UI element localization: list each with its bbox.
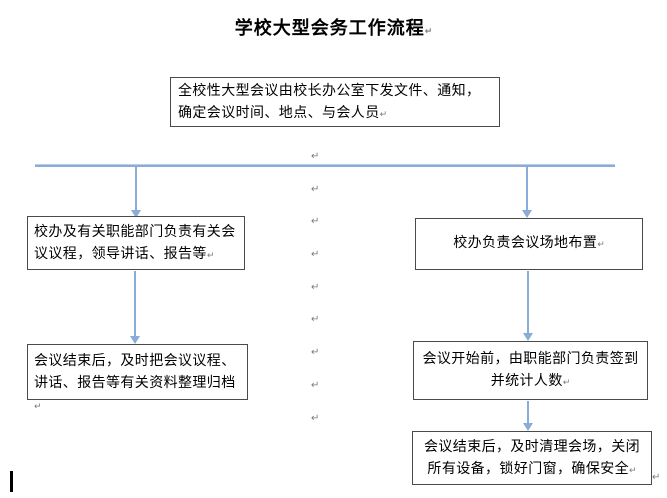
paragraph-mark: ↵ [379,110,388,120]
page-title-text: 学校大型会务工作流程 [234,18,425,39]
flow-arrow-down[interactable] [523,401,533,431]
flow-box-text: 会议结束后，及时清理会场，关闭所有设备，锁好门窗，确保安全 [424,439,640,477]
paragraph-mark: ↵ [562,378,571,388]
paragraph-mark: ↵ [311,281,320,293]
flow-arrow-down[interactable] [130,271,140,344]
flow-arrow-down[interactable] [131,166,141,218]
paragraph-mark: ↵ [34,402,42,412]
paragraph-mark: ↵ [311,347,320,359]
flow-box-cleanup[interactable]: 会议结束后，及时清理会场，关闭所有设备，锁好门窗，确保安全↵ [412,431,652,485]
paragraph-mark: ↵ [311,216,320,228]
flow-box-text: 校办及有关职能部门负责有关会议议程，领导讲话、报告等 [34,224,236,262]
flow-arrow-down[interactable] [523,271,533,341]
paragraph-mark: ↵ [311,183,320,195]
paragraph-mark: ↵ [311,379,320,391]
text-cursor [10,471,13,492]
paragraph-mark: ↵ [311,249,320,261]
flow-box-venue[interactable]: 校办负责会议场地布置↵ [415,218,643,270]
paragraph-marks-column: ↵ ↵ ↵ ↵ ↵ ↵ ↵ ↵ ↵ [311,151,325,445]
page-title: 学校大型会务工作流程↵ [0,14,667,40]
flow-box-agenda[interactable]: 校办及有关职能部门负责有关会议议程，领导讲话、报告等↵ [27,216,245,270]
paragraph-mark: ↵ [206,251,215,261]
flow-connector-horizontal[interactable] [35,164,615,167]
flow-box-notice[interactable]: 全校性大型会议由校长办公室下发文件、通知，确定会议时间、地点、与会人员↵ [170,77,500,127]
flow-box-archive[interactable]: 会议结束后，及时把会议议程、讲话、报告等有关资料整理归档 ↵ [27,344,248,412]
flow-box-text: 会议结束后，及时把会议议程、讲话、报告等有关资料整理归档 [34,353,236,391]
paragraph-mark: ↵ [652,472,661,483]
flow-box-text: 全校性大型会议由校长办公室下发文件、通知，确定会议时间、地点、与会人员 [178,83,481,121]
paragraph-mark: ↵ [311,412,320,424]
flow-box-text: 会议开始前，由职能部门负责签到并统计人数 [422,351,639,389]
paragraph-mark: ↵ [424,27,433,37]
paragraph-mark: ↵ [597,240,605,250]
flow-box-signin[interactable]: 会议开始前，由职能部门负责签到并统计人数↵ [413,341,648,400]
flow-arrow-down[interactable] [522,166,532,218]
paragraph-mark: ↵ [311,151,320,162]
paragraph-mark: ↵ [629,466,637,476]
flow-box-text: 校办负责会议场地布置 [453,235,598,251]
paragraph-mark: ↵ [311,314,320,326]
